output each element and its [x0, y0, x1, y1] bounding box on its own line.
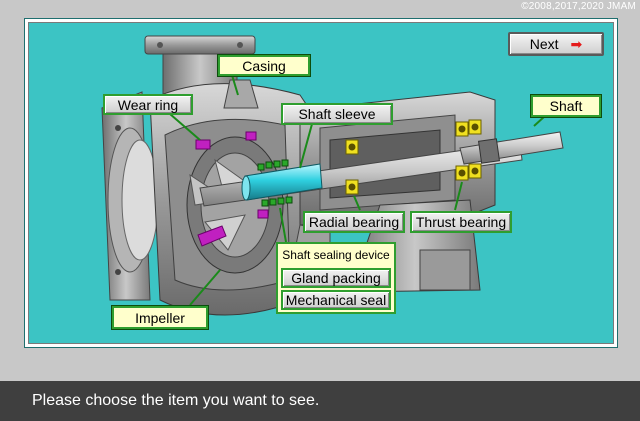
label-wear-ring[interactable]: Wear ring [103, 94, 193, 115]
right-arrow-icon: ➡ [570, 36, 583, 52]
label-mechanical-seal[interactable]: Mechanical seal [281, 290, 391, 310]
leader-lines [169, 74, 546, 306]
wear-ring-highlights [195, 131, 269, 247]
label-gland-packing[interactable]: Gland packing [281, 268, 391, 288]
copyright-notice: ©2008,2017,2020 JMAM [521, 1, 636, 12]
label-shaft-sealing-device[interactable]: Shaft sealing device [282, 248, 390, 262]
impeller-part [186, 136, 284, 274]
bearing-highlights [345, 119, 482, 195]
next-button-label: Next [529, 36, 559, 52]
label-shaft[interactable]: Shaft [531, 95, 601, 117]
gland-packing-highlight [257, 159, 293, 207]
label-thrust-bearing[interactable]: Thrust bearing [410, 211, 512, 233]
next-button[interactable]: Next ➡ [508, 32, 604, 56]
instruction-bar: Please choose the item you want to see. [0, 381, 640, 421]
label-impeller[interactable]: Impeller [112, 306, 208, 329]
shaft-sleeve-highlight [241, 163, 323, 201]
instruction-text: Please choose the item you want to see. [32, 392, 320, 409]
label-casing[interactable]: Casing [218, 55, 310, 76]
label-shaft-sleeve[interactable]: Shaft sleeve [281, 103, 393, 125]
suction-flange [101, 91, 159, 301]
label-radial-bearing[interactable]: Radial bearing [303, 211, 405, 233]
shaft-sealing-device-group: Shaft sealing device Gland packing Mecha… [276, 242, 396, 314]
